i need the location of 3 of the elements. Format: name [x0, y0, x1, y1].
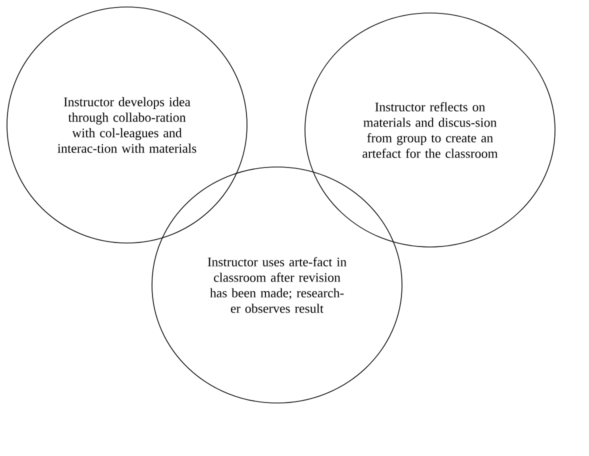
ellipse-node: Instructor reflects on materials and discus-sion from group to create an artefact for the classroom: [304, 12, 556, 248]
ellipse-node: Instructor develops idea through collabo-ration with col-leagues and interac-tion with materials: [6, 6, 248, 244]
ellipse-node: Instructor uses arte-fact in classroom after revision has been made; research-er observes result: [152, 166, 402, 404]
